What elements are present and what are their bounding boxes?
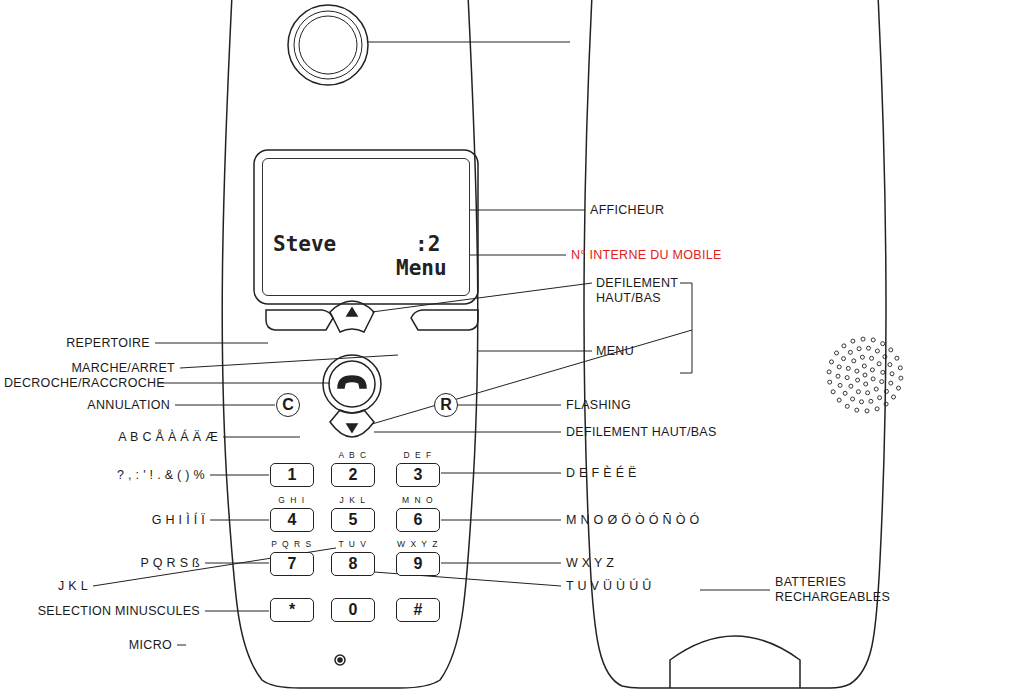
key-digit: R	[440, 396, 452, 414]
key-digit: C	[282, 396, 294, 414]
callout-label: N° INTERNE DU MOBILE	[571, 248, 722, 263]
phonebook-softkey	[266, 310, 333, 330]
keypad-key: J K L5	[331, 508, 375, 532]
callout-label: D E F È É Ë	[566, 466, 637, 481]
speaker-grille	[827, 337, 903, 413]
callout-label: MICRO	[129, 638, 172, 653]
scroll-down-key	[330, 410, 374, 437]
key-digit: 5	[349, 511, 358, 529]
key-letters: M N O	[397, 495, 439, 506]
callout-label: SELECTION MINUSCULES	[38, 604, 200, 619]
battery-cover	[670, 636, 800, 688]
key-digit: 1	[288, 466, 297, 484]
callout-label: ? , : ' ! . & ( ) %	[117, 468, 205, 483]
function-key: C	[276, 393, 300, 417]
leader-lines	[93, 42, 770, 645]
keypad-key: 1	[270, 463, 314, 487]
function-key: R	[434, 393, 458, 417]
keypad-key: M N O6	[396, 508, 440, 532]
key-letters: P Q R S	[271, 539, 313, 550]
key-digit: 4	[288, 511, 297, 529]
callout-label: G H I Ì Í Ï	[152, 513, 205, 528]
keypad-key: 0	[331, 598, 375, 622]
key-digit: 0	[349, 601, 358, 619]
scroll-up-key	[330, 301, 374, 332]
key-digit: 7	[288, 555, 297, 573]
keypad-key: W X Y Z9	[396, 552, 440, 576]
handset-body	[222, 0, 478, 688]
keypad-key: A B C2	[331, 463, 375, 487]
screen-bezel	[254, 150, 478, 304]
callout-label: DEFILEMENT HAUT/BAS	[566, 425, 717, 440]
callout-label: REPERTOIRE	[66, 336, 150, 351]
callout-label: AFFICHEUR	[590, 203, 664, 218]
callout-label: ANNULATION	[87, 398, 170, 413]
menu-softkey	[411, 310, 478, 330]
key-digit: 9	[414, 555, 423, 573]
callout-label: P Q R S ß	[141, 556, 200, 571]
callout-label: W X Y Z	[566, 556, 614, 571]
display-text: Steve	[273, 232, 336, 256]
key-letters: J K L	[332, 495, 374, 506]
key-digit: 8	[349, 555, 358, 573]
keypad-key: #	[396, 598, 440, 622]
key-letters: A B C	[332, 450, 374, 461]
microphone	[335, 655, 345, 665]
keypad-key: P Q R S7	[270, 552, 314, 576]
callout-label: M N O Ø Ö Ò Ó Ñ Ò Ó	[566, 513, 699, 528]
key-letters: W X Y Z	[397, 539, 439, 550]
key-digit: 6	[414, 511, 423, 529]
callout-label: MENU	[596, 344, 634, 359]
key-digit: 2	[349, 466, 358, 484]
callout-label: MARCHE/ARRET	[71, 361, 175, 376]
keypad-key: D E F3	[396, 463, 440, 487]
callout-label: J K L	[58, 579, 88, 594]
key-digit: #	[414, 601, 423, 619]
display-text: :2	[415, 232, 440, 256]
callout-label: T U V Ü Ù Ú Û	[566, 579, 652, 594]
keypad-key: T U V8	[331, 552, 375, 576]
key-digit: *	[289, 601, 295, 619]
lcd-display: Steve :2Menu	[262, 158, 470, 296]
key-digit: 3	[414, 466, 423, 484]
callout-label: DEFILEMENT HAUT/BAS	[596, 276, 684, 306]
keypad-key: G H I4	[270, 508, 314, 532]
key-letters: T U V	[332, 539, 374, 550]
callout-label: BATTERIES RECHARGEABLES	[775, 575, 885, 605]
key-letters: G H I	[271, 495, 313, 506]
display-text: Menu	[396, 256, 447, 280]
earpiece	[288, 5, 368, 85]
callout-label: DECROCHE/RACCROCHE	[4, 376, 165, 391]
key-letters: D E F	[397, 450, 439, 461]
keypad-key: *	[270, 598, 314, 622]
callout-label: FLASHING	[566, 398, 631, 413]
call-key	[323, 355, 381, 413]
callout-label: A B C Å À Á Ä Æ	[118, 430, 218, 445]
